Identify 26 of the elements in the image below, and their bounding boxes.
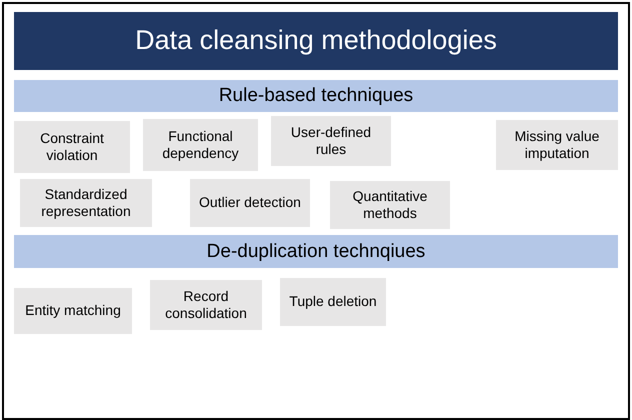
title-text: Data cleansing methodologies — [135, 24, 497, 58]
technique-label: Constraint violation — [39, 130, 105, 164]
technique-box — [20, 179, 152, 227]
technique-box — [14, 288, 132, 334]
technique-label: Missing value imputation — [514, 128, 600, 162]
category-band — [14, 235, 618, 268]
category-band — [14, 80, 618, 112]
technique-label: Standardized representation — [40, 186, 132, 220]
title-banner — [14, 12, 618, 70]
technique-box — [280, 278, 386, 326]
technique-box — [496, 120, 618, 170]
technique-box — [150, 280, 262, 330]
technique-label: Entity matching — [25, 302, 121, 320]
technique-label: Quantitative methods — [352, 188, 428, 222]
technique-label: Outlier detection — [199, 194, 301, 212]
technique-box — [143, 119, 258, 171]
technique-label: Tuple deletion — [289, 293, 377, 311]
technique-box — [14, 121, 130, 173]
technique-label: User-defined rules — [290, 124, 372, 158]
band-label: Rule-based techniques — [218, 84, 414, 108]
technique-label: Record consolidation — [164, 288, 248, 322]
band-label: De-duplication technqiues — [206, 240, 426, 264]
technique-box — [190, 179, 310, 227]
technique-label: Functional dependency — [161, 128, 240, 162]
technique-box — [330, 181, 450, 229]
technique-box — [271, 116, 391, 166]
